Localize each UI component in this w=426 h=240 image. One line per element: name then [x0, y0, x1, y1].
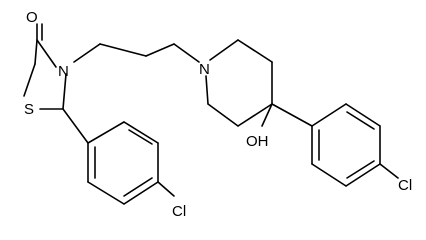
bond-c4-aryl [271, 103, 313, 127]
bond-ar-4b [123, 177, 153, 197]
atom-label-piperidine-nitrogen: N [199, 61, 210, 78]
bond-n-carbonyl-c [36, 39, 57, 68]
piperidine-ring [205, 39, 313, 127]
bond-br-1 [311, 103, 347, 127]
atom-label-chlorine-lower: Cl [172, 203, 186, 220]
bond-br-4b [346, 160, 375, 179]
bond-c2-aryl [62, 108, 89, 144]
bond-chain-2 [99, 43, 147, 57]
bond-ar-2 [123, 121, 159, 144]
bond-pip-c2-c3 [237, 39, 273, 63]
atom-label-hydroxyl: OH [246, 133, 269, 150]
bond-carbonyl-c-ch2 [34, 39, 38, 65]
atom-label-sulfur: S [24, 101, 34, 118]
bond-pip-c5-c6 [207, 103, 239, 127]
atom-label-carbonyl-oxygen: O [26, 9, 38, 26]
bond-ch2-s [23, 63, 36, 97]
chlorophenyl-ring-lower [62, 108, 175, 205]
bond-ar-4 [123, 181, 159, 205]
propyl-chain [73, 43, 200, 63]
bond-br-cl [379, 163, 399, 179]
bond-ar-cl [157, 181, 175, 197]
bond-ar-2b [128, 129, 153, 145]
bond-br-2 [345, 103, 381, 127]
molecule-drawing: O N S N OH Cl Cl [23, 9, 412, 220]
atom-label-thiazolidinone-nitrogen: N [58, 63, 69, 80]
bond-ar-1 [87, 121, 125, 144]
bond-ar-5 [87, 181, 125, 205]
structure-diagram: O N S N OH Cl Cl [23, 9, 412, 220]
bond-br-5 [311, 163, 347, 187]
bond-pip-c6-n [205, 75, 209, 105]
bond-chain-1 [73, 43, 101, 63]
chlorophenyl-ring-right [311, 103, 399, 187]
bond-chain-4 [173, 43, 200, 63]
bond-pip-n-c2 [209, 39, 239, 61]
bond-pip-c4-c5 [237, 103, 273, 127]
atom-label-chlorine-right: Cl [398, 177, 412, 194]
thiazolidinone-ring [23, 23, 67, 110]
bond-c2-n [62, 73, 67, 110]
bond-c4-oh [261, 103, 273, 127]
bond-br-2b [346, 111, 375, 130]
bond-br-4 [345, 163, 381, 187]
bond-chain-3 [145, 43, 175, 57]
